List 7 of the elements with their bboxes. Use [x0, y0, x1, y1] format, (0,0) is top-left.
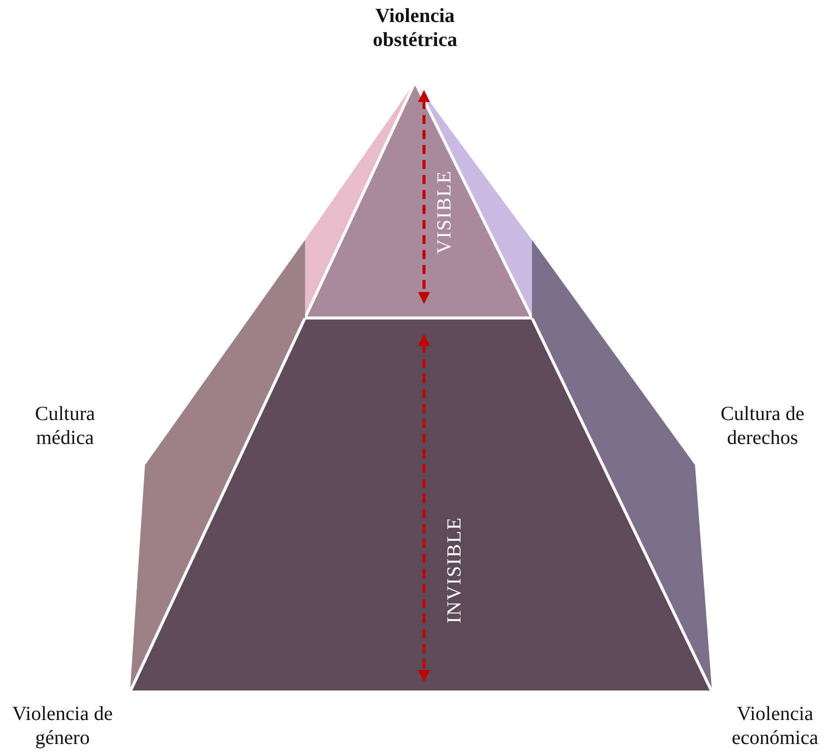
side-label: Cultura médica: [34, 402, 96, 450]
corner-label: Violencia económica: [730, 702, 820, 750]
region-label: VISIBLE: [434, 170, 456, 254]
region-label: INVISIBLE: [444, 516, 466, 624]
apex-label: Violencia obstétrica: [372, 4, 458, 52]
side-label: Cultura de derechos: [720, 402, 806, 450]
corner-label: Violencia de género: [11, 702, 114, 750]
